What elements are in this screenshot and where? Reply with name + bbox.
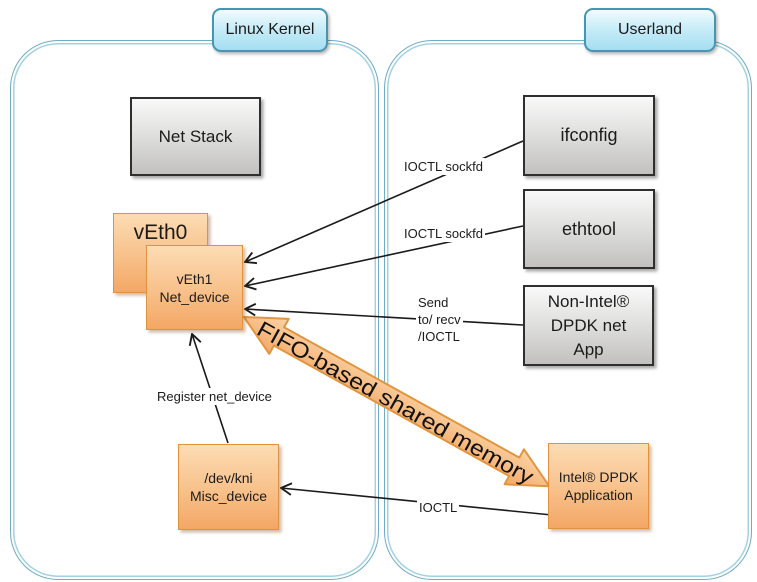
veth1-label-line2: Net_device (159, 288, 230, 305)
userland-header-text: Userland (617, 21, 683, 38)
send-label-line2: to/ recv (418, 312, 461, 327)
ifconfig-label: ifconfig (560, 125, 618, 145)
intel-app-label-line1: Intel® DPDK (558, 469, 639, 485)
veth1-label-line1: vEth1 (176, 270, 213, 287)
arrow-nonintel-to-veth1 (245, 309, 524, 326)
userland-header-label: Userland (584, 8, 716, 52)
ethtool-label: ethtool (561, 218, 617, 239)
veth0-label: vEth0 (133, 221, 188, 244)
register-net-device-label: Register net_device (155, 388, 274, 405)
net-stack-box: Net Stack (130, 97, 261, 176)
non-intel-label-line1: Non-Intel® (547, 291, 630, 311)
send-label-line1: Send (418, 295, 449, 310)
intel-app-label-line2: Application (564, 487, 633, 503)
userland-container (384, 40, 752, 580)
devkni-box: /dev/kni Misc_device (178, 444, 279, 530)
send-label-line3: /IOCTL (418, 329, 460, 344)
non-intel-dpdk-app-box: Non-Intel® DPDK net App (523, 285, 654, 366)
ifconfig-box: ifconfig (523, 95, 655, 176)
ethtool-box: ethtool (523, 189, 655, 269)
devkni-label-line1: /dev/kni (204, 470, 253, 486)
fifo-shared-memory-label: FIFO-based shared memory (253, 316, 538, 489)
fifo-shared-memory-arrow: FIFO-based shared memory (243, 316, 551, 489)
kernel-container (10, 40, 379, 580)
kernel-header-label: Linux Kernel (212, 8, 328, 52)
veth1-box: vEth1 Net_device (146, 245, 243, 330)
non-intel-label-line3: App (573, 339, 604, 359)
non-intel-label-line2: DPDK net (550, 315, 627, 335)
ioctl-sockfd-ethtool-label: IOCTL sockfd (402, 225, 485, 242)
kernel-header-text: Linux Kernel (225, 21, 315, 38)
ioctl-label: IOCTL (417, 499, 460, 516)
intel-dpdk-app-box: Intel® DPDK Application (548, 443, 649, 529)
net-stack-label: Net Stack (158, 126, 233, 146)
ioctl-sockfd-ifconfig-label: IOCTL sockfd (402, 158, 485, 175)
send-recv-ioctl-label: Send to/ recv /IOCTL (416, 294, 463, 345)
devkni-label-line2: Misc_device (189, 488, 268, 504)
